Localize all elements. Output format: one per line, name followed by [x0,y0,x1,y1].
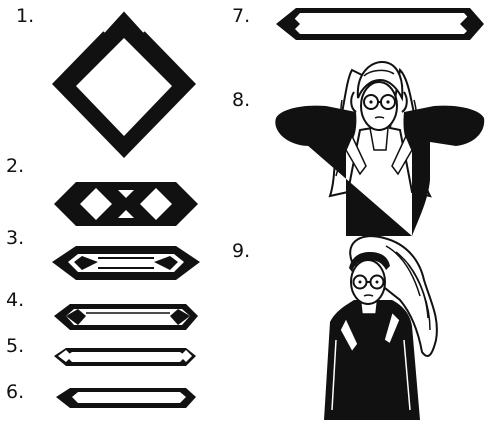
step-2-number: 2. [6,155,24,177]
step-1-diamond-icon [52,10,196,158]
step-4-number: 4. [6,289,24,311]
step-7-headband-icon [276,8,484,40]
step-6-number: 6. [6,381,24,403]
step-6-band-icon [56,388,196,408]
step-3-band-icon [52,246,200,280]
step-3-number: 3. [6,227,24,249]
step-8-number: 8. [232,89,250,111]
step-7-number: 7. [232,5,250,27]
step-5-band-icon [54,348,196,366]
step-4-band-icon [54,304,198,330]
step-8-woman-figure [275,62,484,236]
step-5-number: 5. [6,335,24,357]
step-2-band-icon [54,182,198,226]
step-1-number: 1. [16,5,34,27]
step-9-woman-figure [324,236,437,420]
step-9-number: 9. [232,240,250,262]
